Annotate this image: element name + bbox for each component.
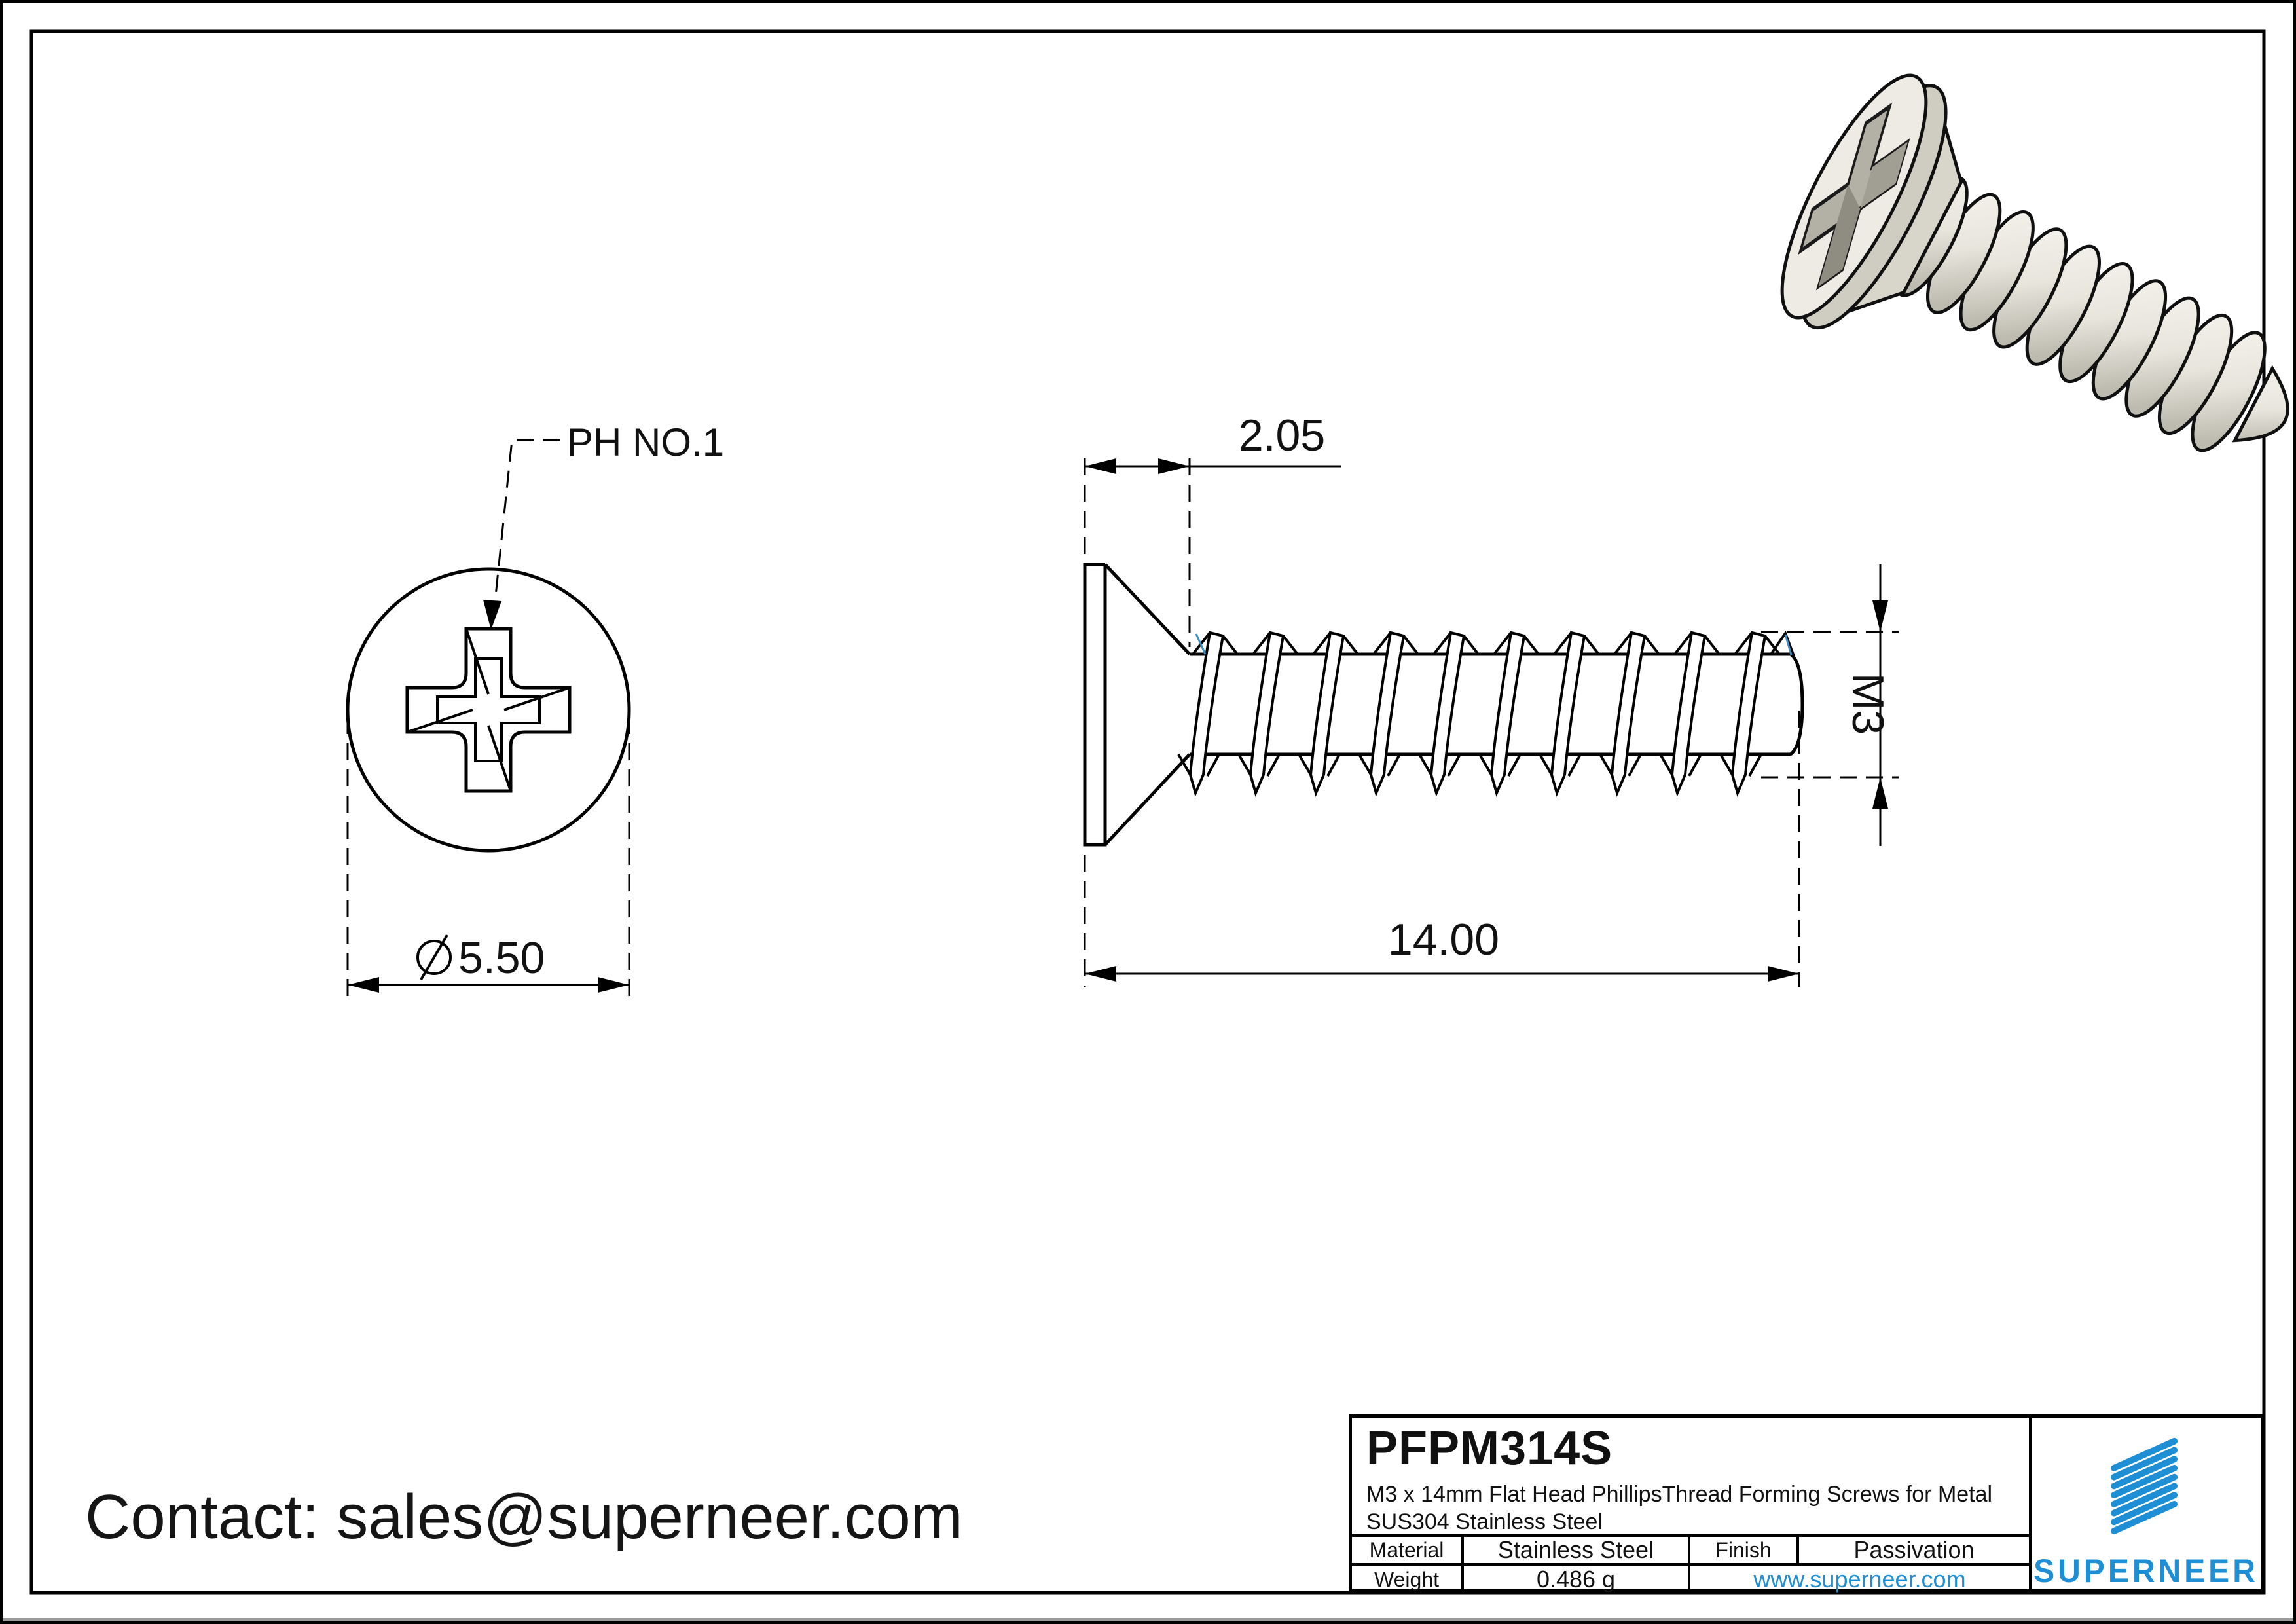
phillips-flank-lines <box>409 630 568 790</box>
weight-label: Weight <box>1352 1566 1464 1593</box>
head-length-value: 2.05 <box>1239 411 1325 460</box>
head-length-extension-lines <box>1084 458 1191 647</box>
tip-crest <box>1770 630 1795 657</box>
leader-line <box>492 439 560 621</box>
weight-website-row: Weight 0.486 g www.superneer.com <box>1352 1563 2029 1593</box>
weight-value: 0.486 g <box>1464 1566 1690 1593</box>
thread-size-extension-lines <box>1761 631 1899 779</box>
title-block-header: PFPM314S M3 x 14mm Flat Head PhillipsThr… <box>1352 1418 2029 1534</box>
screw-3d-tip <box>2232 365 2289 443</box>
dim-arrow <box>1872 600 1888 632</box>
brand-name: SUPERNEER <box>2033 1553 2259 1590</box>
dim-arrow-right <box>598 977 629 993</box>
thread-size-value: M3 <box>1843 673 1893 735</box>
total-length-value: 14.00 <box>1388 915 1499 965</box>
total-length-extension-lines <box>1084 710 1800 987</box>
dim-arrow <box>1158 458 1190 474</box>
dim-arrow <box>1872 777 1888 809</box>
dim-arrow <box>1085 966 1116 982</box>
leader-arrowhead <box>483 600 501 630</box>
cad-accent-lines <box>1195 633 1793 655</box>
phillips-recess-outer <box>405 627 572 793</box>
screw-head-outline <box>346 567 631 853</box>
dim-arrow-left <box>348 977 379 993</box>
superneer-logo-icon <box>2111 1437 2178 1535</box>
side-view: 2.05 14.00 M3 <box>1083 411 1899 987</box>
drawing-frame <box>29 29 2266 1595</box>
dim-arrow <box>1085 458 1116 474</box>
bottom-gray-bar <box>0 1618 2296 1624</box>
drive-type-label: PH NO.1 <box>567 420 724 464</box>
thread-turns <box>1177 631 1781 794</box>
material-finish-row: Material Stainless Steel Finish Passivat… <box>1352 1534 2029 1563</box>
finish-label: Finish <box>1690 1537 1799 1563</box>
brand-logo-cell: SUPERNEER <box>2032 1418 2261 1589</box>
diameter-extension-lines <box>346 717 630 997</box>
part-number: PFPM314S <box>1366 1422 1613 1475</box>
title-block: PFPM314S M3 x 14mm Flat Head PhillipsThr… <box>1349 1414 2264 1593</box>
title-block-info: PFPM314S M3 x 14mm Flat Head PhillipsThr… <box>1352 1418 2032 1593</box>
finish-value: Passivation <box>1853 1536 1975 1563</box>
screw-tip <box>1789 652 1804 756</box>
head-diameter-value: 5.50 <box>458 933 545 983</box>
part-description: M3 x 14mm Flat Head PhillipsThread Formi… <box>1366 1481 2029 1536</box>
diameter-symbol-icon <box>416 934 452 981</box>
screw-3d-render <box>1780 73 2289 541</box>
material-value: Stainless Steel <box>1464 1536 1690 1563</box>
material-label: Material <box>1352 1537 1464 1563</box>
description-line-2: SUS304 Stainless Steel <box>1366 1509 1603 1534</box>
website-link[interactable]: www.superneer.com <box>1753 1566 1966 1593</box>
screw-head-profile <box>1083 563 1191 847</box>
top-view: PH NO.1 5.50 <box>346 420 724 997</box>
phillips-recess-3d <box>1798 102 1910 291</box>
contact-line: Contact: sales@superneer.com <box>85 1482 963 1552</box>
dim-arrow <box>1768 966 1799 982</box>
description-line-1: M3 x 14mm Flat Head PhillipsThread Formi… <box>1366 1482 1993 1507</box>
